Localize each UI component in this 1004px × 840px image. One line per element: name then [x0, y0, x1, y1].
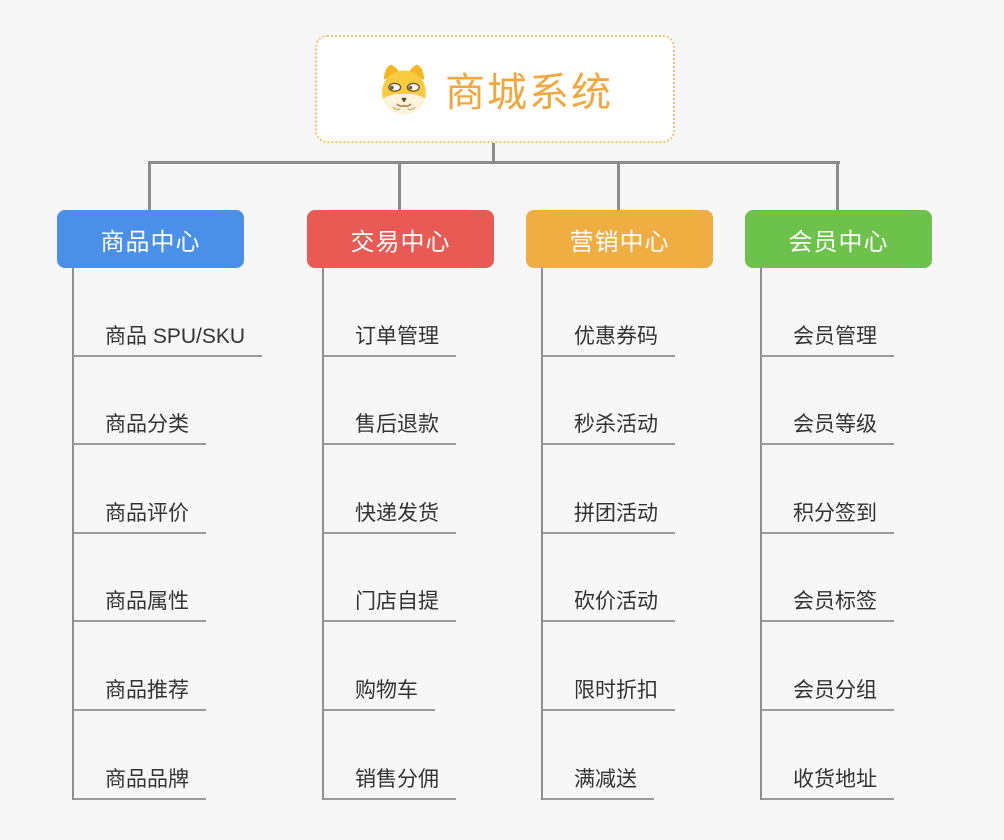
topic-item[interactable]: 会员标签	[762, 534, 894, 623]
branch-children-trunk: 商品 SPU/SKU 商品分类 商品评价 商品属性 商品推荐 商品品牌	[72, 268, 263, 800]
topic-item[interactable]: 满减送	[543, 711, 654, 800]
topic-item[interactable]: 商品评价	[74, 445, 206, 534]
doge-icon	[382, 64, 426, 115]
branch-children-trunk: 会员管理 会员等级 积分签到 会员标签 会员分组 收货地址	[760, 268, 894, 800]
root-node[interactable]: 商城系统	[315, 35, 675, 143]
branch-column-members: 会员中心 会员管理 会员等级 积分签到 会员标签 会员分组 收货地址	[745, 210, 932, 800]
topic-item[interactable]: 购物车	[324, 622, 435, 711]
branch-header-marketing[interactable]: 营销中心	[526, 210, 713, 268]
connector-drop-products	[148, 161, 151, 210]
topic-item[interactable]: 快递发货	[324, 445, 456, 534]
topic-item[interactable]: 订单管理	[324, 268, 456, 357]
topic-item[interactable]: 拼团活动	[543, 445, 675, 534]
connector-drop-marketing	[617, 161, 620, 210]
branch-column-products: 商品中心 商品 SPU/SKU 商品分类 商品评价 商品属性 商品推荐 商品品牌	[57, 210, 263, 800]
connector-drop-trade	[398, 161, 401, 210]
branch-header-members[interactable]: 会员中心	[745, 210, 932, 268]
topic-item[interactable]: 会员分组	[762, 622, 894, 711]
topic-item[interactable]: 商品 SPU/SKU	[74, 268, 263, 357]
connector-root-stem	[492, 143, 495, 164]
branch-children-trunk: 订单管理 售后退款 快递发货 门店自提 购物车 销售分佣	[322, 268, 456, 800]
branch-column-marketing: 营销中心 优惠券码 秒杀活动 拼团活动 砍价活动 限时折扣 满减送	[526, 210, 713, 800]
branch-children-trunk: 优惠券码 秒杀活动 拼团活动 砍价活动 限时折扣 满减送	[541, 268, 675, 800]
topic-item[interactable]: 门店自提	[324, 534, 456, 623]
root-title: 商城系统	[445, 71, 613, 115]
topic-item[interactable]: 积分签到	[762, 445, 894, 534]
topic-item[interactable]: 商品品牌	[74, 711, 206, 800]
topic-item[interactable]: 售后退款	[324, 357, 456, 446]
topic-item[interactable]: 秒杀活动	[543, 357, 675, 446]
branch-header-trade[interactable]: 交易中心	[307, 210, 494, 268]
topic-item[interactable]: 商品分类	[74, 357, 206, 446]
topic-item[interactable]: 商品属性	[74, 534, 206, 623]
topic-item[interactable]: 销售分佣	[324, 711, 456, 800]
topic-item[interactable]: 限时折扣	[543, 622, 675, 711]
topic-item[interactable]: 砍价活动	[543, 534, 675, 623]
topic-item[interactable]: 会员等级	[762, 357, 894, 446]
connector-drop-members	[836, 161, 839, 210]
connector-branch-bus	[148, 161, 840, 164]
topic-item[interactable]: 商品推荐	[74, 622, 206, 711]
topic-item[interactable]: 优惠券码	[543, 268, 675, 357]
branch-column-trade: 交易中心 订单管理 售后退款 快递发货 门店自提 购物车 销售分佣	[307, 210, 494, 800]
topic-item[interactable]: 会员管理	[762, 268, 894, 357]
topic-item[interactable]: 收货地址	[762, 711, 894, 800]
branch-header-products[interactable]: 商品中心	[57, 210, 244, 268]
